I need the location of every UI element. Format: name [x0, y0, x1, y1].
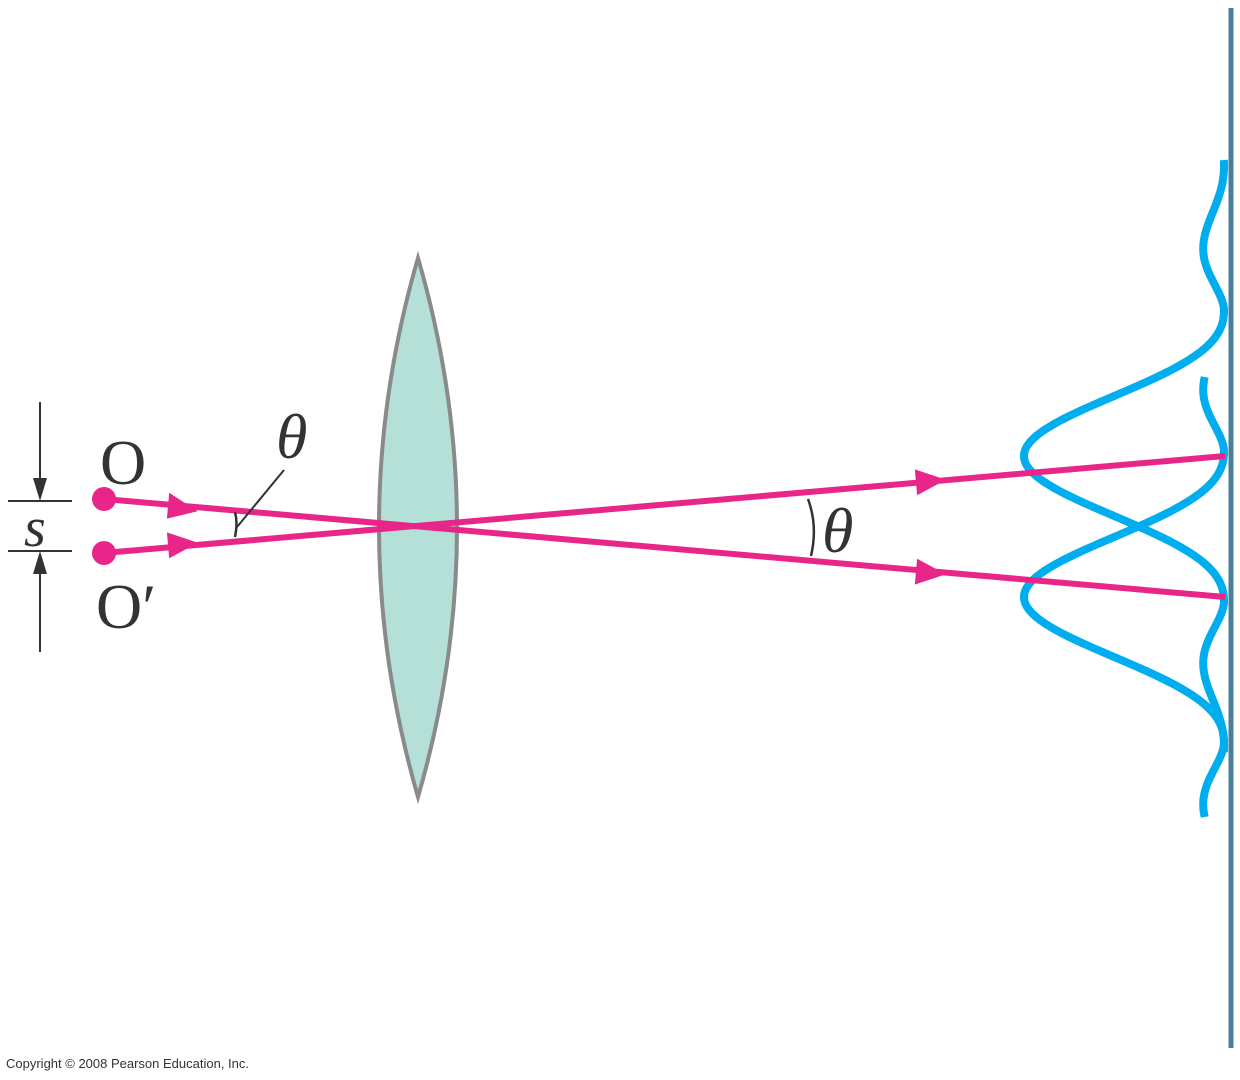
- label-O: O: [100, 427, 146, 498]
- arrowhead-O-prime-left: [166, 532, 198, 559]
- label-theta-left: θ: [276, 401, 307, 472]
- arrowhead-O-right: [914, 558, 946, 585]
- separation-marker: [8, 402, 72, 652]
- label-theta-right: θ: [822, 495, 853, 566]
- diffraction-pattern-bottom: [1020, 376, 1228, 818]
- copyright-notice: Copyright © 2008 Pearson Education, Inc.: [6, 1056, 250, 1071]
- ray-from-O: [103, 496, 1226, 600]
- angle-pointer-line: [236, 469, 285, 528]
- ray-from-O-prime: [103, 453, 1226, 556]
- arrowhead-O-prime-right: [914, 469, 946, 496]
- source-O-prime: [92, 541, 116, 565]
- angle-arc-left: [233, 511, 238, 538]
- angle-arc-right: [806, 498, 816, 557]
- label-s: s: [24, 497, 46, 559]
- source-O: [92, 487, 116, 511]
- arrowhead-O-left: [166, 492, 198, 519]
- diffraction-pattern-top: [1020, 159, 1228, 753]
- label-O-prime: O′: [96, 571, 156, 642]
